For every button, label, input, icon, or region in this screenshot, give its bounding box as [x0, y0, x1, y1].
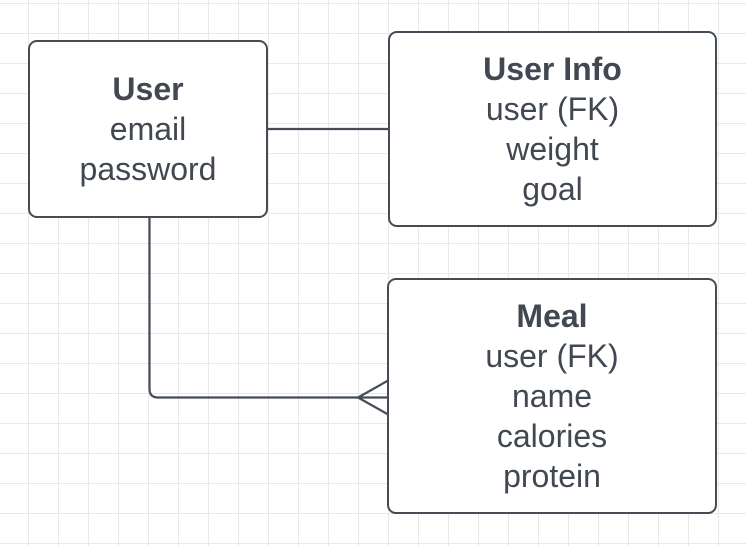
entity-meal-field: name: [511, 378, 593, 414]
entity-user-info-field: weight: [506, 131, 599, 167]
crows-foot-marker: [357, 379, 390, 399]
entity-user-info-title: User Info: [483, 51, 622, 87]
entity-user-field: password: [79, 151, 217, 187]
connector-user-to-meal[interactable]: [148, 217, 359, 399]
crows-foot-marker: [357, 396, 390, 416]
entity-user-info[interactable]: User Info user (FK) weight goal: [388, 31, 717, 227]
entity-meal-field: user (FK): [485, 338, 619, 374]
entity-meal-field: protein: [503, 458, 601, 494]
entity-user-info-field: goal: [522, 171, 583, 207]
entity-meal[interactable]: Meal user (FK) name calories protein: [387, 278, 717, 514]
entity-meal-field: calories: [496, 418, 608, 454]
entity-user[interactable]: User email password: [28, 40, 268, 218]
entity-user-info-field: user (FK): [485, 91, 620, 127]
entity-user-title: User: [112, 71, 184, 107]
entity-meal-title: Meal: [516, 298, 588, 334]
entity-user-field: email: [109, 111, 187, 147]
